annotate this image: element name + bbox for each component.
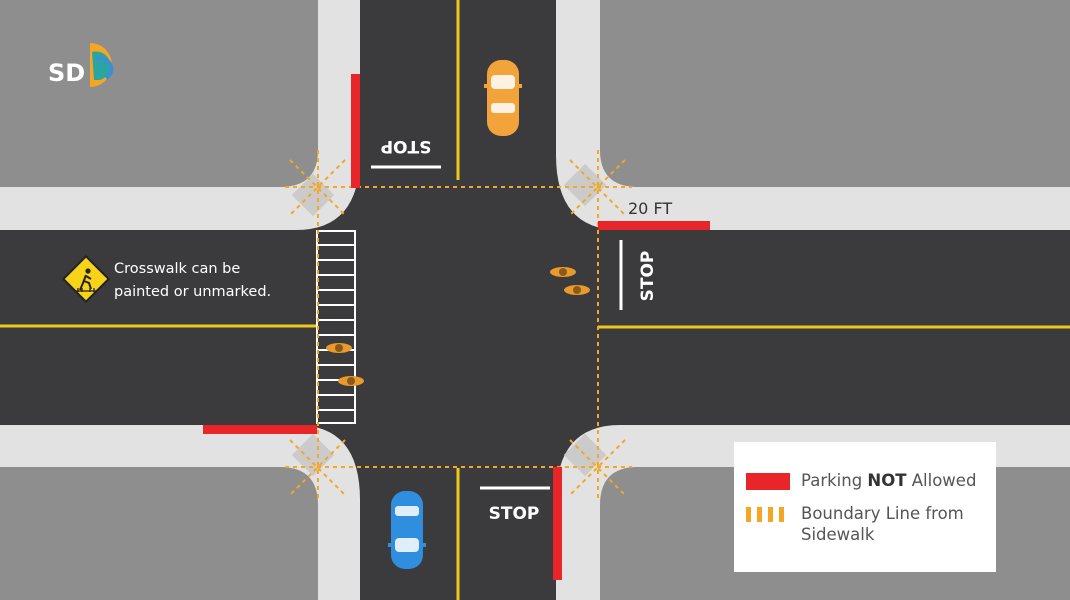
legend-row-boundary: Boundary Line from Sidewalk [746,503,984,545]
pedestrians [326,267,590,386]
car-blue [388,491,426,569]
car-orange [484,60,522,136]
logo-icon: SD [48,43,114,87]
note-line-2: painted or unmarked. [114,284,272,300]
crosswalk-note: Crosswalk can be painted or unmarked. [114,258,314,304]
stop-bars [371,165,623,490]
stop-label-north: STOP [381,136,432,156]
boundary-swatch [746,507,790,522]
note-line-1: Crosswalk can be [114,261,241,277]
stop-label-south: STOP [489,504,540,524]
legend-row-parking: Parking NOT Allowed [746,470,984,491]
legend-parking-text: Parking NOT Allowed [801,471,977,490]
no-parking-swatch [746,473,790,490]
logo-text: SD [48,59,85,87]
legend-boundary-text: Boundary Line from Sidewalk [801,504,964,544]
stop-label-east: STOP [638,251,658,302]
boundary-lines [285,150,632,500]
legend: Parking NOT Allowed Boundary Line from S… [734,442,996,572]
crossing-sign-icon [61,254,111,304]
distance-label: 20 FT [628,199,672,218]
no-parking-zones [203,74,710,580]
